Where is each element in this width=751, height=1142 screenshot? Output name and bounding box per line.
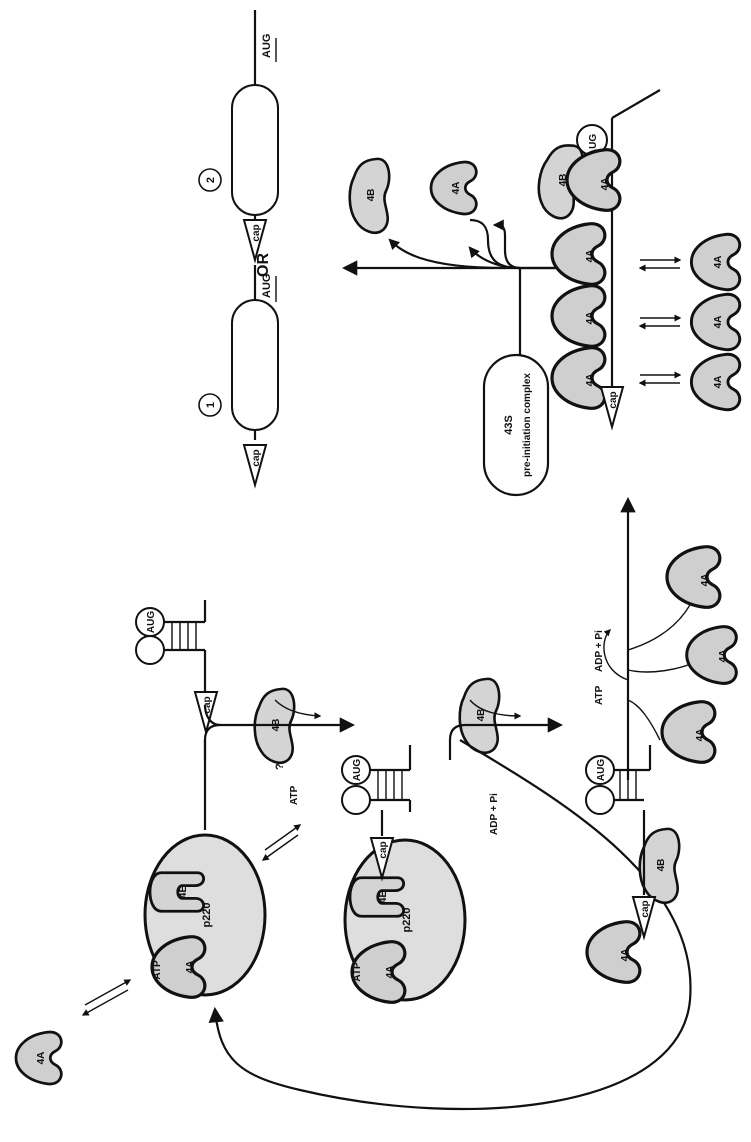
cap-label: cap: [251, 224, 262, 241]
atp-exchange-arrows: [263, 825, 300, 860]
alternative-number: 1: [205, 402, 217, 408]
eif4f-mrna-complex: p220 4A ATP 4E cap AUG: [342, 745, 465, 1002]
eif4a-label: 4A: [385, 966, 396, 979]
cap-label: cap: [251, 449, 262, 466]
eif4a-blob: [552, 348, 605, 409]
eif4a-blob: [552, 224, 605, 285]
atp-label: ATP: [352, 962, 363, 982]
eif4a-label: 4A: [585, 250, 596, 263]
eif4b-label: 4B: [366, 189, 377, 202]
cap-label: cap: [640, 900, 651, 917]
atp-label: ATP: [152, 960, 163, 980]
preinitiation-complex: 43S pre-initiation complex: [484, 268, 548, 495]
adp-pi-label: ADP + Pi: [489, 793, 500, 835]
eif4a-label: 4A: [695, 729, 706, 742]
eif4a-label: 4A: [713, 316, 724, 329]
exchange-arrows: [83, 980, 130, 1015]
alternative-2: cap AUG 2: [199, 10, 278, 260]
preinitiation-line2: pre-initiation complex: [522, 373, 533, 477]
aug-label: AUG: [352, 759, 363, 781]
eif4a-blob: [662, 702, 715, 763]
aug-label: AUG: [146, 611, 157, 633]
alternative-1: cap AUG 1: [199, 265, 278, 485]
eif4a-label: 4A: [620, 949, 631, 962]
atp-label: ATP: [289, 785, 300, 805]
or-label: OR: [255, 253, 272, 277]
preinitiation-line1: 43S: [503, 415, 515, 435]
eif4a-label: 4A: [713, 376, 724, 389]
unknown-step-label: ?: [274, 763, 286, 770]
scanning-complex: AUG 4B 4A 4A 4A 4A cap 4A 4A 4A: [533, 90, 739, 427]
cap-label: cap: [202, 696, 213, 713]
eif4a-label: 4A: [185, 961, 196, 974]
cap-label: cap: [378, 841, 389, 858]
eif4a-label: 4A: [600, 178, 611, 191]
eif4a-blob: [587, 922, 640, 983]
eif4a-label: 4A: [718, 650, 729, 663]
cap-label: cap: [608, 391, 619, 408]
unwinding-step: ATP ADP + Pi 4A 4A 4A: [594, 500, 736, 780]
eif4a-label: 4A: [36, 1052, 47, 1065]
alternative-number: 2: [205, 177, 217, 183]
eif4a-label: 4A: [585, 374, 596, 387]
adp-pi-label: ADP + Pi: [594, 630, 605, 672]
eif4a-label: 4A: [585, 312, 596, 325]
eif4b-label: 4B: [656, 859, 667, 872]
eif4e-label: 4E: [378, 891, 389, 904]
eif4a-label: 4A: [451, 182, 462, 195]
eif4a-blob: [667, 547, 720, 608]
eif4e-label: 4E: [178, 886, 189, 899]
atp-label: ATP: [594, 685, 605, 705]
eif4a-label: 4A: [700, 574, 711, 587]
aug-label: AUG: [261, 34, 273, 58]
eif4a-label: 4A: [713, 256, 724, 269]
eif4a-blob: [552, 286, 605, 347]
eif4f-complex: p220 4A ATP 4E: [145, 835, 265, 997]
aug-label: AUG: [596, 759, 607, 781]
